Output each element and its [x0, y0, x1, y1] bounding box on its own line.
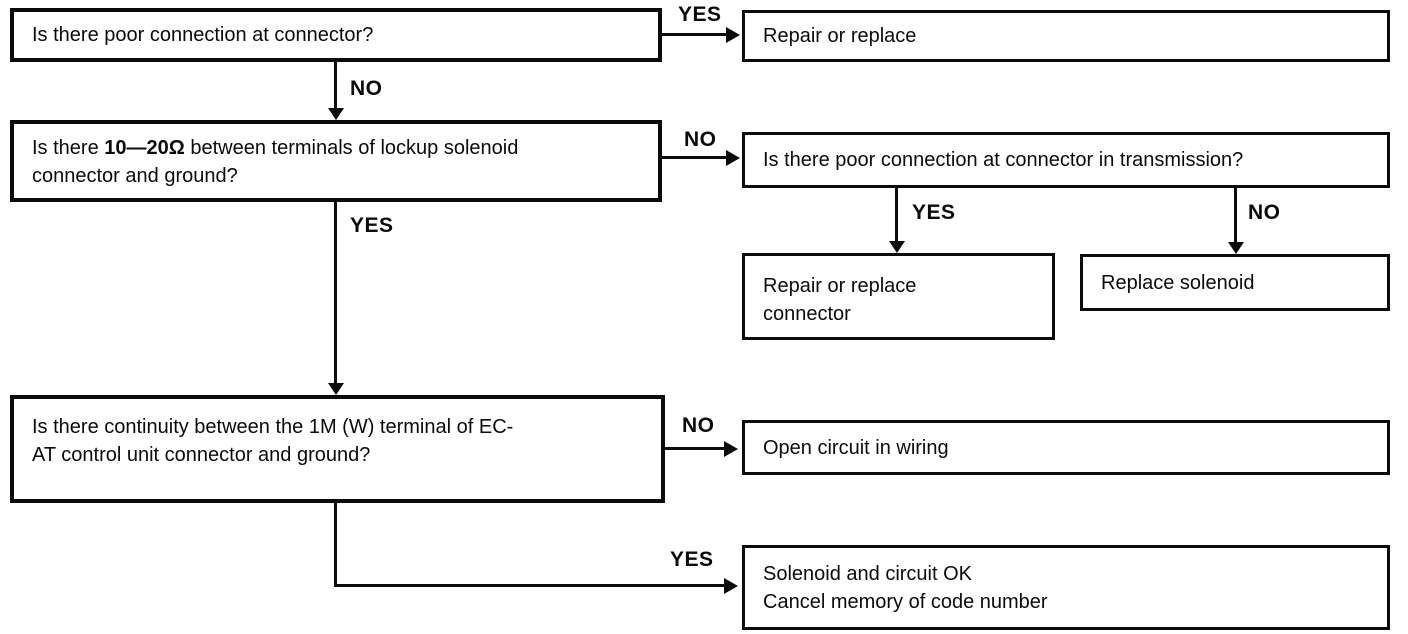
node-question-poor-connection: Is there poor connection at connector?: [10, 8, 662, 62]
node-text: Is there 10—20Ω between terminals of loc…: [14, 134, 595, 190]
node-text-line2: Cancel memory of code number: [763, 590, 1048, 613]
node-text-resistance-value: 10—20Ω: [104, 137, 185, 159]
node-text: Replace solenoid: [1101, 271, 1255, 294]
edge-label-no-2: NO: [684, 128, 717, 151]
node-text-line1: Repair or replace: [763, 275, 917, 297]
connector-q2-to-q4: [334, 202, 337, 383]
node-action-open-circuit: Open circuit in wiring: [742, 420, 1390, 475]
connector-q1-to-q2: [334, 62, 337, 110]
edge-label-no-1: NO: [350, 77, 383, 100]
arrowhead-right-icon: [726, 27, 740, 43]
arrowhead-down-icon: [328, 108, 344, 120]
node-text-post: between terminals of lockup solenoid con…: [32, 137, 519, 187]
connector-q4-down: [334, 503, 337, 587]
arrowhead-right-icon: [726, 150, 740, 166]
node-action-repair-connector: Repair or replace connector: [742, 253, 1055, 340]
arrowhead-right-icon: [724, 578, 738, 594]
connector-q1-to-repair: [662, 33, 728, 36]
arrowhead-down-icon: [1228, 242, 1244, 254]
node-text-line2: connector: [763, 303, 851, 325]
connector-q3-no-branch: [1234, 188, 1237, 242]
node-action-repair-or-replace: Repair or replace: [742, 10, 1390, 62]
edge-label-no-3: NO: [1248, 201, 1281, 224]
arrowhead-down-icon: [328, 383, 344, 395]
node-text-line1: Solenoid and circuit OK: [763, 562, 973, 585]
node-question-connection-transmission: Is there poor connection at connector in…: [742, 132, 1390, 188]
edge-label-yes-3: YES: [350, 214, 394, 237]
node-text: Repair or replace: [763, 25, 917, 47]
connector-q3-yes-branch: [895, 188, 898, 241]
connector-q4-to-ok: [334, 584, 726, 587]
edge-label-no-4: NO: [682, 414, 715, 437]
node-question-continuity: Is there continuity between the 1M (W) t…: [10, 395, 665, 503]
node-question-resistance: Is there 10—20Ω between terminals of loc…: [10, 120, 662, 202]
node-text-pre: Is there: [32, 137, 105, 159]
node-text: Open circuit in wiring: [763, 436, 949, 459]
node-action-circuit-ok: Solenoid and circuit OK Cancel memory of…: [742, 545, 1390, 630]
node-action-replace-solenoid: Replace solenoid: [1080, 254, 1390, 311]
edge-label-yes-2: YES: [912, 201, 956, 224]
connector-q2-to-q3: [662, 156, 728, 159]
edge-label-yes-4: YES: [670, 548, 714, 571]
edge-label-yes-1: YES: [678, 3, 722, 26]
connector-q4-to-open-circuit: [665, 447, 728, 450]
arrowhead-down-icon: [889, 241, 905, 253]
node-text: Is there poor connection at connector in…: [763, 149, 1244, 171]
node-text: Is there poor connection at connector?: [32, 24, 374, 46]
node-text: Is there continuity between the 1M (W) t…: [32, 416, 514, 466]
arrowhead-right-icon: [724, 441, 738, 457]
